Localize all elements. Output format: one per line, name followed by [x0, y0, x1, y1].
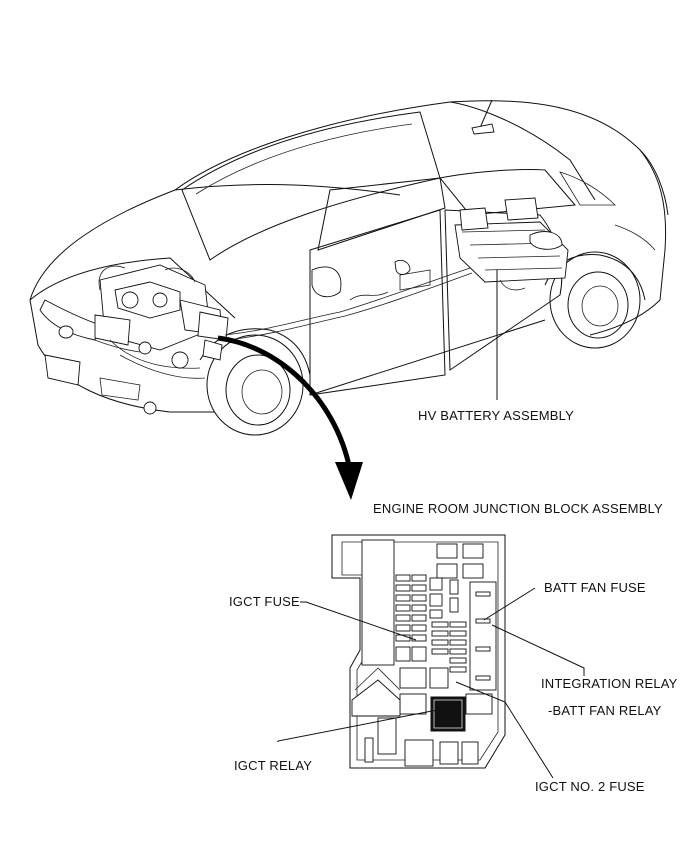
batt-fan-fuse-label: BATT FAN FUSE	[544, 580, 646, 595]
igct-relay-block	[430, 696, 466, 732]
igct-fuse-label: IGCT FUSE	[229, 594, 300, 609]
hv-battery-illustration	[454, 197, 569, 291]
integration-relay-label: INTEGRATION RELAY	[541, 676, 678, 691]
igct-relay-label: IGCT RELAY	[234, 758, 313, 773]
callout-leaders	[277, 587, 585, 779]
batt-fan-relay-label: -BATT FAN RELAY	[548, 703, 662, 718]
junction-block-label: ENGINE ROOM JUNCTION BLOCK ASSEMBLY	[373, 501, 663, 516]
junction-block-illustration	[331, 534, 506, 769]
engine-illustration	[94, 264, 229, 379]
car-illustration	[29, 99, 669, 436]
curved-arrow	[217, 335, 363, 500]
igct-no2-fuse-label: IGCT NO. 2 FUSE	[535, 779, 645, 794]
hv-battery-label: HV BATTERY ASSEMBLY	[418, 408, 575, 423]
